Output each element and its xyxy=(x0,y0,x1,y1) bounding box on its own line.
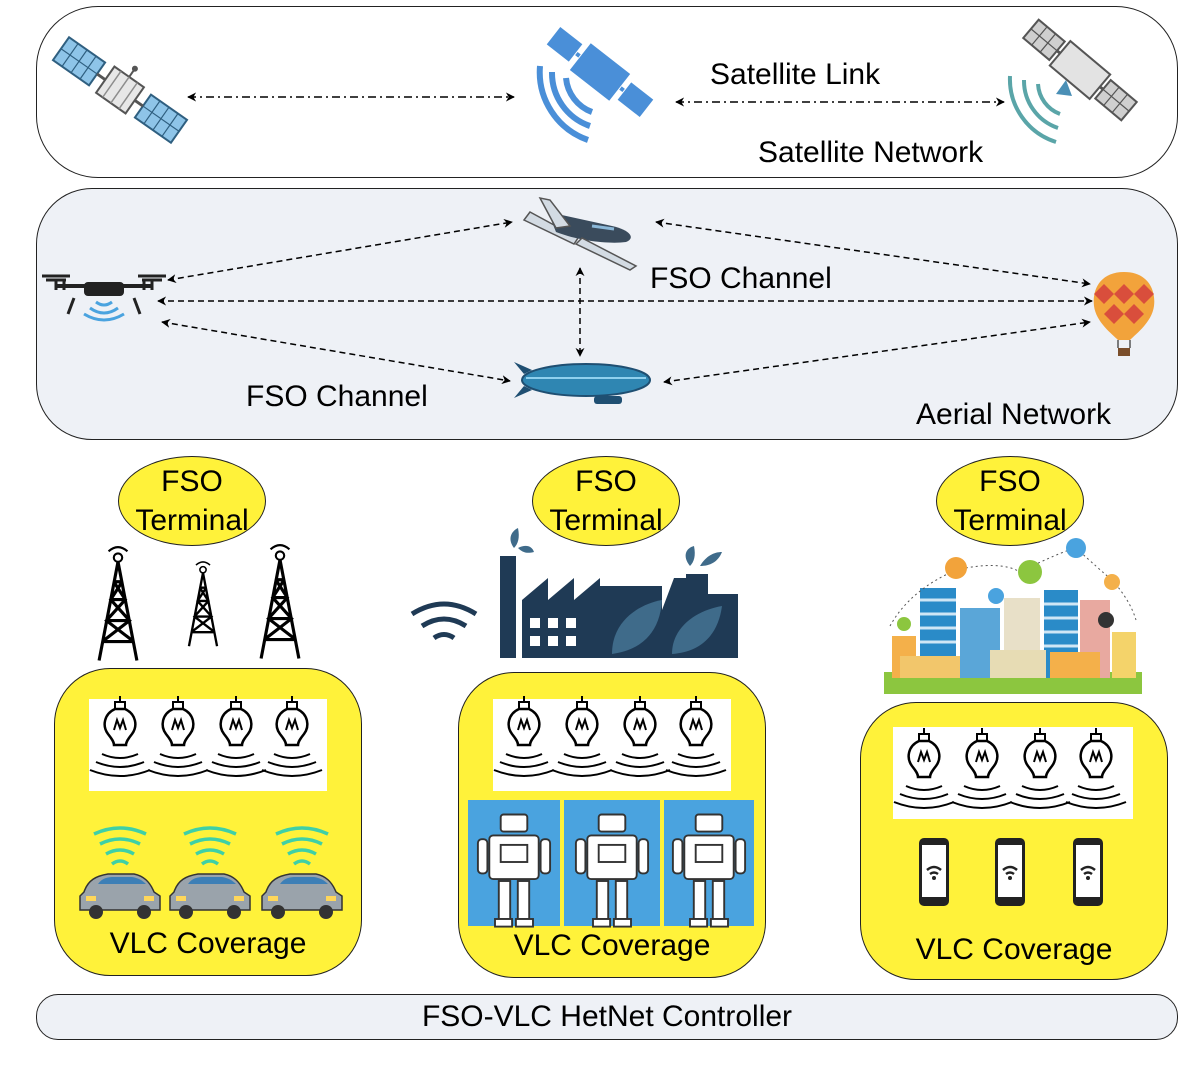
robot-icons xyxy=(468,800,754,928)
drone-icon xyxy=(42,274,166,322)
car-icons xyxy=(78,826,344,921)
factory-icon xyxy=(410,528,738,658)
hot-air-balloon-icon xyxy=(1093,272,1155,356)
vlc-coverage-label: VLC Coverage xyxy=(915,933,1113,966)
fso-channel-arrows xyxy=(157,218,1093,386)
satellite-icon-left xyxy=(51,35,189,145)
satellite-link-label: Satellite Link xyxy=(710,58,881,91)
vlc-bulb-icons-left xyxy=(88,694,324,778)
vlc-coverage-label: VLC Coverage xyxy=(513,929,711,962)
smartphone-icons xyxy=(917,836,1105,908)
hetnet-controller-bar: FSO-VLC HetNet Controller xyxy=(36,994,1178,1040)
aerial-network-label: Aerial Network xyxy=(916,398,1112,431)
vlc-coverage-label: VLC Coverage xyxy=(109,927,307,960)
vlc-bulb-icons-right xyxy=(892,726,1128,810)
smart-city-icon xyxy=(884,538,1142,694)
fso-channel-label-top: FSO Channel xyxy=(650,262,832,295)
hetnet-controller-label: FSO-VLC HetNet Controller xyxy=(421,1000,793,1033)
cell-tower-icon xyxy=(97,543,301,663)
fso-channel-label-bottom: FSO Channel xyxy=(246,380,428,413)
airship-icon xyxy=(514,362,651,404)
airplane-icon xyxy=(522,196,638,271)
satellite-network-label: Satellite Network xyxy=(758,136,984,169)
satellite-icon-center xyxy=(536,24,657,143)
satellite-icon-right xyxy=(1007,18,1139,144)
vlc-bulb-icons-center xyxy=(492,694,728,778)
